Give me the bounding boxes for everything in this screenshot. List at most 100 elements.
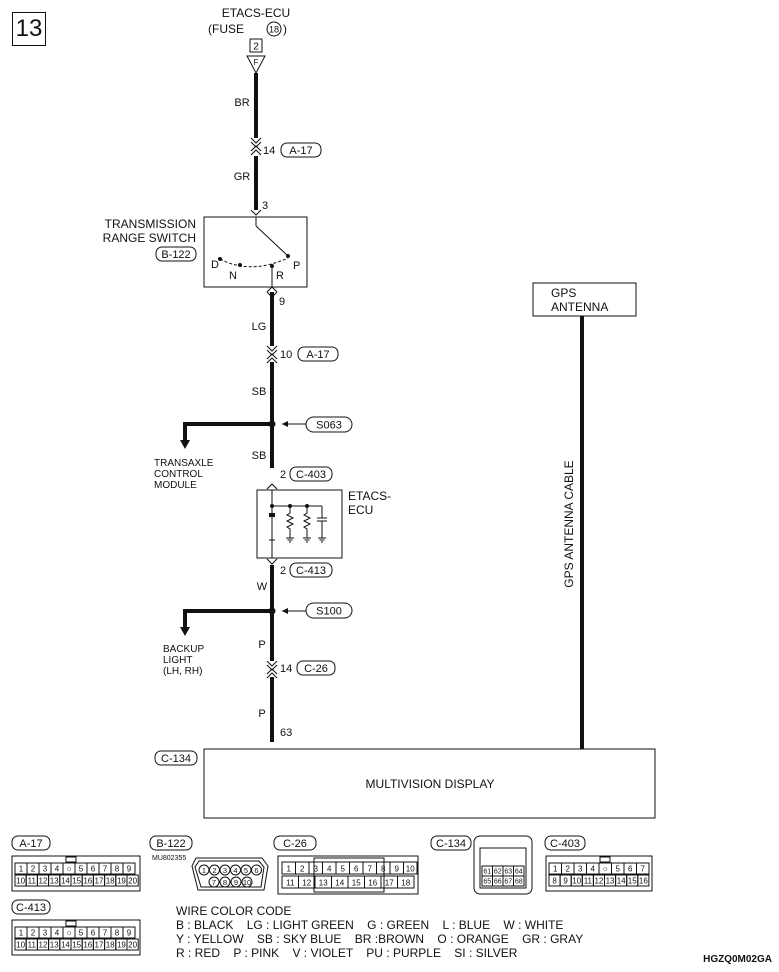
wire-color-label: P xyxy=(258,639,265,651)
connector-pin-label: 18 xyxy=(106,877,115,886)
wire-color-label: GR xyxy=(234,171,251,183)
connector-pin-label: 2 xyxy=(31,865,36,874)
connector-pin-label: 12 xyxy=(302,879,311,888)
connector-pin-cell xyxy=(219,876,231,888)
wire-color-label: BR xyxy=(234,97,249,109)
inline-connector-a17-bottom[interactable]: 10 A-17 xyxy=(280,346,339,362)
connector-pin-label: 9 xyxy=(234,878,238,887)
gps-label-line1: GPS xyxy=(551,286,576,300)
connector-pin-label: 1 xyxy=(553,865,558,874)
branch-label: LIGHT xyxy=(163,655,192,666)
splice-s100[interactable]: S100 xyxy=(268,602,353,619)
page-number: 13 xyxy=(12,12,46,46)
connector-pin-label: 10 xyxy=(406,865,415,874)
inline-connector-pin: 14 xyxy=(280,663,292,675)
splice-s063[interactable]: S063 xyxy=(268,416,353,433)
connector-pin-label: 10 xyxy=(572,877,581,886)
inline-connector-c403[interactable]: 2 C-403 xyxy=(280,466,333,482)
trs-title-line1: TRANSMISSION xyxy=(105,217,196,231)
chevron-c26 xyxy=(266,660,278,679)
branch-label: MODULE xyxy=(154,480,197,491)
splice-id: S100 xyxy=(316,606,342,618)
connector-pin-label: 6 xyxy=(628,865,633,874)
connector-pin-label: 4 xyxy=(233,866,237,875)
connector-view-id: C-413 xyxy=(16,902,46,914)
fuse-number-circle xyxy=(266,21,282,37)
inline-connector-a17-top[interactable]: 14 A-17 xyxy=(263,142,322,158)
connector-pin-label: 4 xyxy=(55,865,60,874)
connector-pin-label: 12 xyxy=(39,877,48,886)
connector-pin-label: 3 xyxy=(578,865,583,874)
connector-pin-label: 8 xyxy=(223,878,227,887)
connector-pin-label: 6 xyxy=(91,929,96,938)
connector-pin-cell xyxy=(251,864,262,876)
connector-pin-cell xyxy=(403,861,418,875)
power-terminal-triangle xyxy=(246,55,266,75)
connector-pin-cell xyxy=(126,874,139,887)
connector-pin-label: 7 xyxy=(103,865,108,874)
branch-transaxle[interactable]: TRANSAXLE CONTROL MODULE xyxy=(154,422,272,491)
connector-pin-label: 2 xyxy=(566,865,571,874)
connector-view-id: C-134 xyxy=(436,838,466,850)
gps-antenna[interactable]: GPS ANTENNA xyxy=(532,282,637,317)
inline-connector-pin: 2 xyxy=(280,469,286,481)
fuse-suffix: ) xyxy=(283,22,287,36)
multivision-display[interactable]: 63 C-134 MULTIVISION DISPLAY xyxy=(154,727,656,819)
connector-pin-label: ○ xyxy=(67,929,72,938)
connector-pin-cell xyxy=(636,862,650,875)
trs-box xyxy=(203,216,308,288)
wire-color-label: P xyxy=(258,708,265,720)
connector-pin-label: 14 xyxy=(617,877,626,886)
connector-pin-cell xyxy=(241,876,253,888)
connector-pin-label: 64 xyxy=(515,869,523,876)
connector-pin-label: 8 xyxy=(115,865,120,874)
etacs-ecu-box[interactable]: ETACS- ECU xyxy=(256,489,391,559)
connector-pin-label: 3 xyxy=(43,929,48,938)
connector-pin-cell xyxy=(230,876,242,888)
connector-pin-label: 5 xyxy=(79,929,84,938)
connector-pin-label: 17 xyxy=(95,877,104,886)
chevron-trs-in xyxy=(250,209,262,216)
chevron-c413 xyxy=(266,558,278,565)
display-connector-id: C-134 xyxy=(161,753,191,765)
fuse-number: 18 xyxy=(269,25,279,35)
connector-pin-label: 11 xyxy=(28,877,37,886)
splice-id: S063 xyxy=(316,420,342,432)
branch-label: (LH, RH) xyxy=(163,666,202,677)
connector-pin-label: 8 xyxy=(115,929,120,938)
connector-pin-label: 3 xyxy=(223,866,227,875)
chevron-c403 xyxy=(266,483,278,490)
connector-pin-label: ○ xyxy=(67,865,72,874)
connector-pin-cell xyxy=(637,874,650,887)
connector-pin-label: 6 xyxy=(254,866,258,875)
connector-pin-label: 5 xyxy=(616,865,621,874)
connector-pin-label: 13 xyxy=(50,877,59,886)
connector-pin-label: 16 xyxy=(639,877,648,886)
trs-title-line2: RANGE SWITCH xyxy=(103,231,196,245)
connector-pin-label: 15 xyxy=(72,941,81,950)
connector-pin-label: 14 xyxy=(335,879,344,888)
trs-position-label: N xyxy=(229,270,237,282)
etacs-label-line2: ECU xyxy=(348,503,373,517)
connector-pin-label: 7 xyxy=(103,929,108,938)
inline-connector-c413[interactable]: 2 C-413 xyxy=(280,562,333,578)
connector-pin-label: 1 xyxy=(202,866,206,875)
connector-pin-label: 9 xyxy=(127,929,132,938)
connector-pin-label: 1 xyxy=(19,929,24,938)
inline-connector-c26[interactable]: 14 C-26 xyxy=(280,660,336,676)
connector-pin-label: 19 xyxy=(117,877,126,886)
branch-backup-light[interactable]: BACKUP LIGHT (LH, RH) xyxy=(163,609,272,677)
connector-view-id: A-17 xyxy=(19,838,42,850)
connector-pin-label: ○ xyxy=(603,865,608,874)
connector-pin-label: 12 xyxy=(594,877,603,886)
connector-pin-cell xyxy=(122,926,136,939)
connector-pin-label: 16 xyxy=(83,877,92,886)
transmission-range-switch[interactable]: TRANSMISSION RANGE SWITCH B-122 3 9 D N … xyxy=(103,200,308,308)
